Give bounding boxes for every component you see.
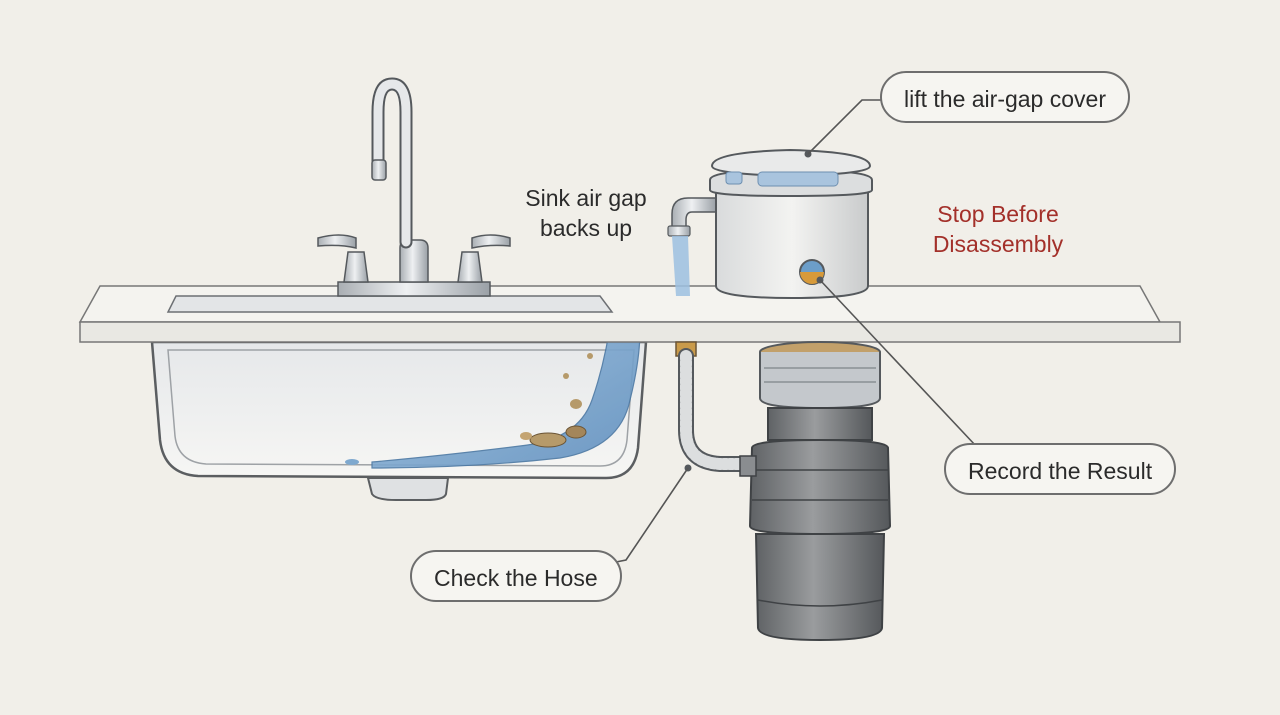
callout-record-result-text: Record the Result: [968, 458, 1153, 484]
air-gap-device-icon: [667, 148, 873, 300]
label-stop-line2: Disassembly: [932, 231, 1064, 257]
countertop: [78, 285, 1181, 343]
label-backs-up: Sink air gap backs up: [514, 183, 658, 243]
label-backs-up-line1: Sink air gap: [525, 185, 647, 211]
garbage-disposal-icon: [739, 341, 892, 642]
callout-check-hose: Check the Hose: [410, 550, 622, 602]
drain-hose-icon: [675, 341, 758, 472]
label-backs-up-line2: backs up: [539, 215, 633, 241]
callout-record-result: Record the Result: [944, 443, 1177, 495]
label-stop-before-disassembly: Stop Before Disassembly: [920, 199, 1076, 259]
callout-lift-cover-text: lift the air-gap cover: [904, 86, 1106, 112]
callout-lift-cover: lift the air-gap cover: [880, 71, 1130, 123]
leader-lines: [615, 99, 977, 563]
sink-basin-icon: [150, 340, 648, 501]
label-stop-line1: Stop Before: [937, 201, 1059, 227]
callout-check-hose-text: Check the Hose: [434, 565, 598, 591]
faucet-icon: [317, 77, 511, 297]
